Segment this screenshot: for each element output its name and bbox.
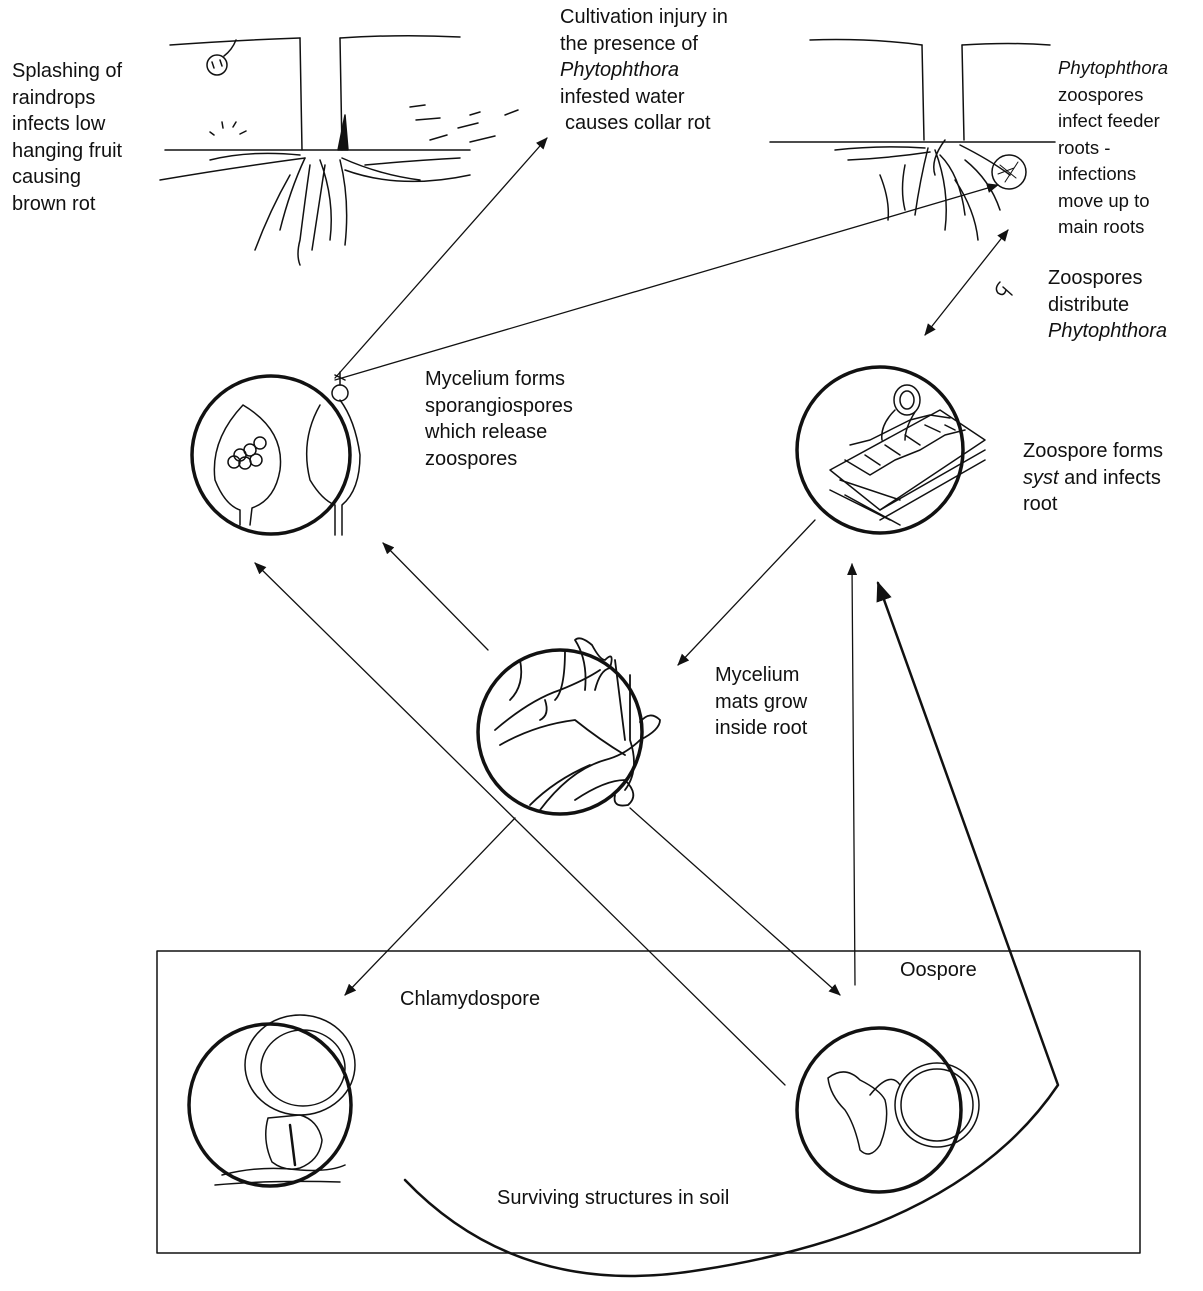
splashing-line-6: brown rot (12, 191, 122, 218)
surviving-structures-label: Surviving structures in soil (497, 1185, 729, 1212)
sporangio-line-4: zoospores (425, 446, 573, 473)
sporangio-line-2: sporangiospores (425, 393, 573, 420)
arrow-mats-to-chlamydospore (345, 818, 515, 995)
chlamydospore-circle (189, 1024, 351, 1186)
cultivation-label: Cultivation injury in the presence of Ph… (560, 4, 728, 137)
chlamydospore-drawing (215, 1015, 355, 1185)
syst-label: Zoospore forms syst and infects root (1023, 438, 1163, 518)
distribute-line-3: Phytophthora (1048, 320, 1167, 342)
feeder-line-3: infect feeder (1058, 108, 1168, 135)
cultivation-line-5: causes collar rot (560, 110, 728, 137)
mats-line-2: mats grow (715, 689, 807, 716)
arrow-mats-to-oospore (630, 808, 840, 995)
mats-line-1: Mycelium (715, 662, 807, 689)
arrow-to-feeder-roots (335, 185, 998, 380)
arrow-zoospores-distribute (925, 230, 1008, 335)
feeder-line-4: roots - (1058, 135, 1168, 162)
feeder-line-1: Phytophthora (1058, 57, 1168, 78)
splashing-line-4: hanging fruit (12, 138, 122, 165)
cultivation-line-2: the presence of (560, 31, 728, 58)
mycelium-mats-label: Mycelium mats grow inside root (715, 662, 807, 742)
oospore-circle (797, 1028, 961, 1192)
distribute-line-2: distribute (1048, 292, 1167, 319)
feeder-roots-label: Phytophthora zoospores infect feeder roo… (1058, 55, 1168, 241)
syst-drawing (830, 385, 985, 525)
mycelium-drawing (495, 638, 660, 810)
cultivation-line-3: Phytophthora (560, 59, 679, 81)
feeder-line-2: zoospores (1058, 82, 1168, 109)
feeder-line-5: infections (1058, 161, 1168, 188)
mats-line-3: inside root (715, 715, 807, 742)
sporangio-line-1: Mycelium forms (425, 366, 573, 393)
sporangiospores-label: Mycelium forms sporangiospores which rel… (425, 366, 573, 472)
syst-word: syst (1023, 467, 1059, 489)
distribute-line-1: Zoospores (1048, 265, 1167, 292)
syst-circle (797, 367, 963, 533)
sporangio-line-3: which release (425, 419, 573, 446)
cultivation-line-1: Cultivation injury in (560, 4, 728, 31)
right-tree-illustration (770, 40, 1055, 295)
splashing-line-2: raindrops (12, 85, 122, 112)
splashing-line-5: causing (12, 164, 122, 191)
oospore-label: Oospore (900, 957, 977, 984)
arrow-oospore-to-syst (852, 564, 855, 985)
syst-line-3: root (1023, 491, 1163, 518)
feeder-line-7: main roots (1058, 214, 1168, 241)
arrow-to-mycelium-mats (678, 520, 815, 665)
arrow-to-collar-rot (335, 138, 547, 378)
feeder-line-6: move up to (1058, 188, 1168, 215)
splashing-label: Splashing of raindrops infects low hangi… (12, 58, 122, 217)
sporangiospore-drawing (214, 372, 360, 535)
syst-line-2: and infects (1059, 467, 1161, 489)
cultivation-line-4: infested water (560, 84, 728, 111)
syst-line-1: Zoospore forms (1023, 438, 1163, 465)
zoospores-distribute-label: Zoospores distribute Phytophthora (1048, 265, 1167, 345)
cycle-arrows (255, 138, 1058, 1276)
left-tree-illustration (160, 36, 518, 265)
arrow-mats-to-sporangio (383, 543, 488, 650)
chlamydospore-label: Chlamydospore (400, 986, 540, 1013)
splashing-line-3: infects low (12, 111, 122, 138)
splashing-line-1: Splashing of (12, 58, 122, 85)
